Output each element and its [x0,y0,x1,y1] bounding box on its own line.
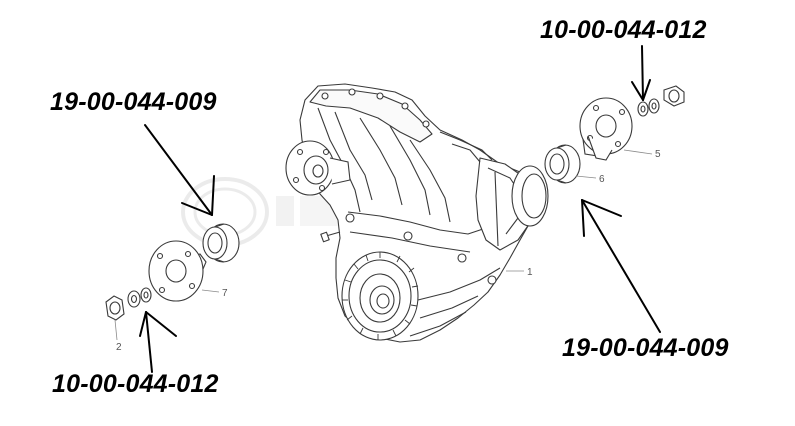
callout-arrows [139,45,661,373]
arrow-top-right [631,45,651,101]
right-flange [579,97,633,161]
left-seal [202,223,240,263]
right-washer-nut [637,85,685,117]
left-washer-nut [105,287,152,321]
callout-part-number-top-left: 19-00-044-009 [50,88,217,116]
item-number-7: 7 [222,288,228,299]
callout-part-number-top-right: 10-00-044-012 [540,16,707,44]
item-number-2: 2 [116,342,122,353]
leader-lines [114,149,653,341]
item-number-6: 6 [599,174,605,185]
arrow-bottom-right [581,199,661,333]
callout-part-number-bottom-right: 19-00-044-009 [562,334,729,362]
item-number-1: 1 [527,267,533,278]
arrow-top-left [144,124,215,216]
left-flange [148,240,207,302]
right-seal [544,144,581,184]
callout-part-number-bottom-left: 10-00-044-012 [52,370,219,398]
housing-top-flange [285,140,351,196]
arrow-bottom-left [139,311,177,373]
transfer-case-housing [299,83,549,343]
item-number-5: 5 [655,149,661,160]
